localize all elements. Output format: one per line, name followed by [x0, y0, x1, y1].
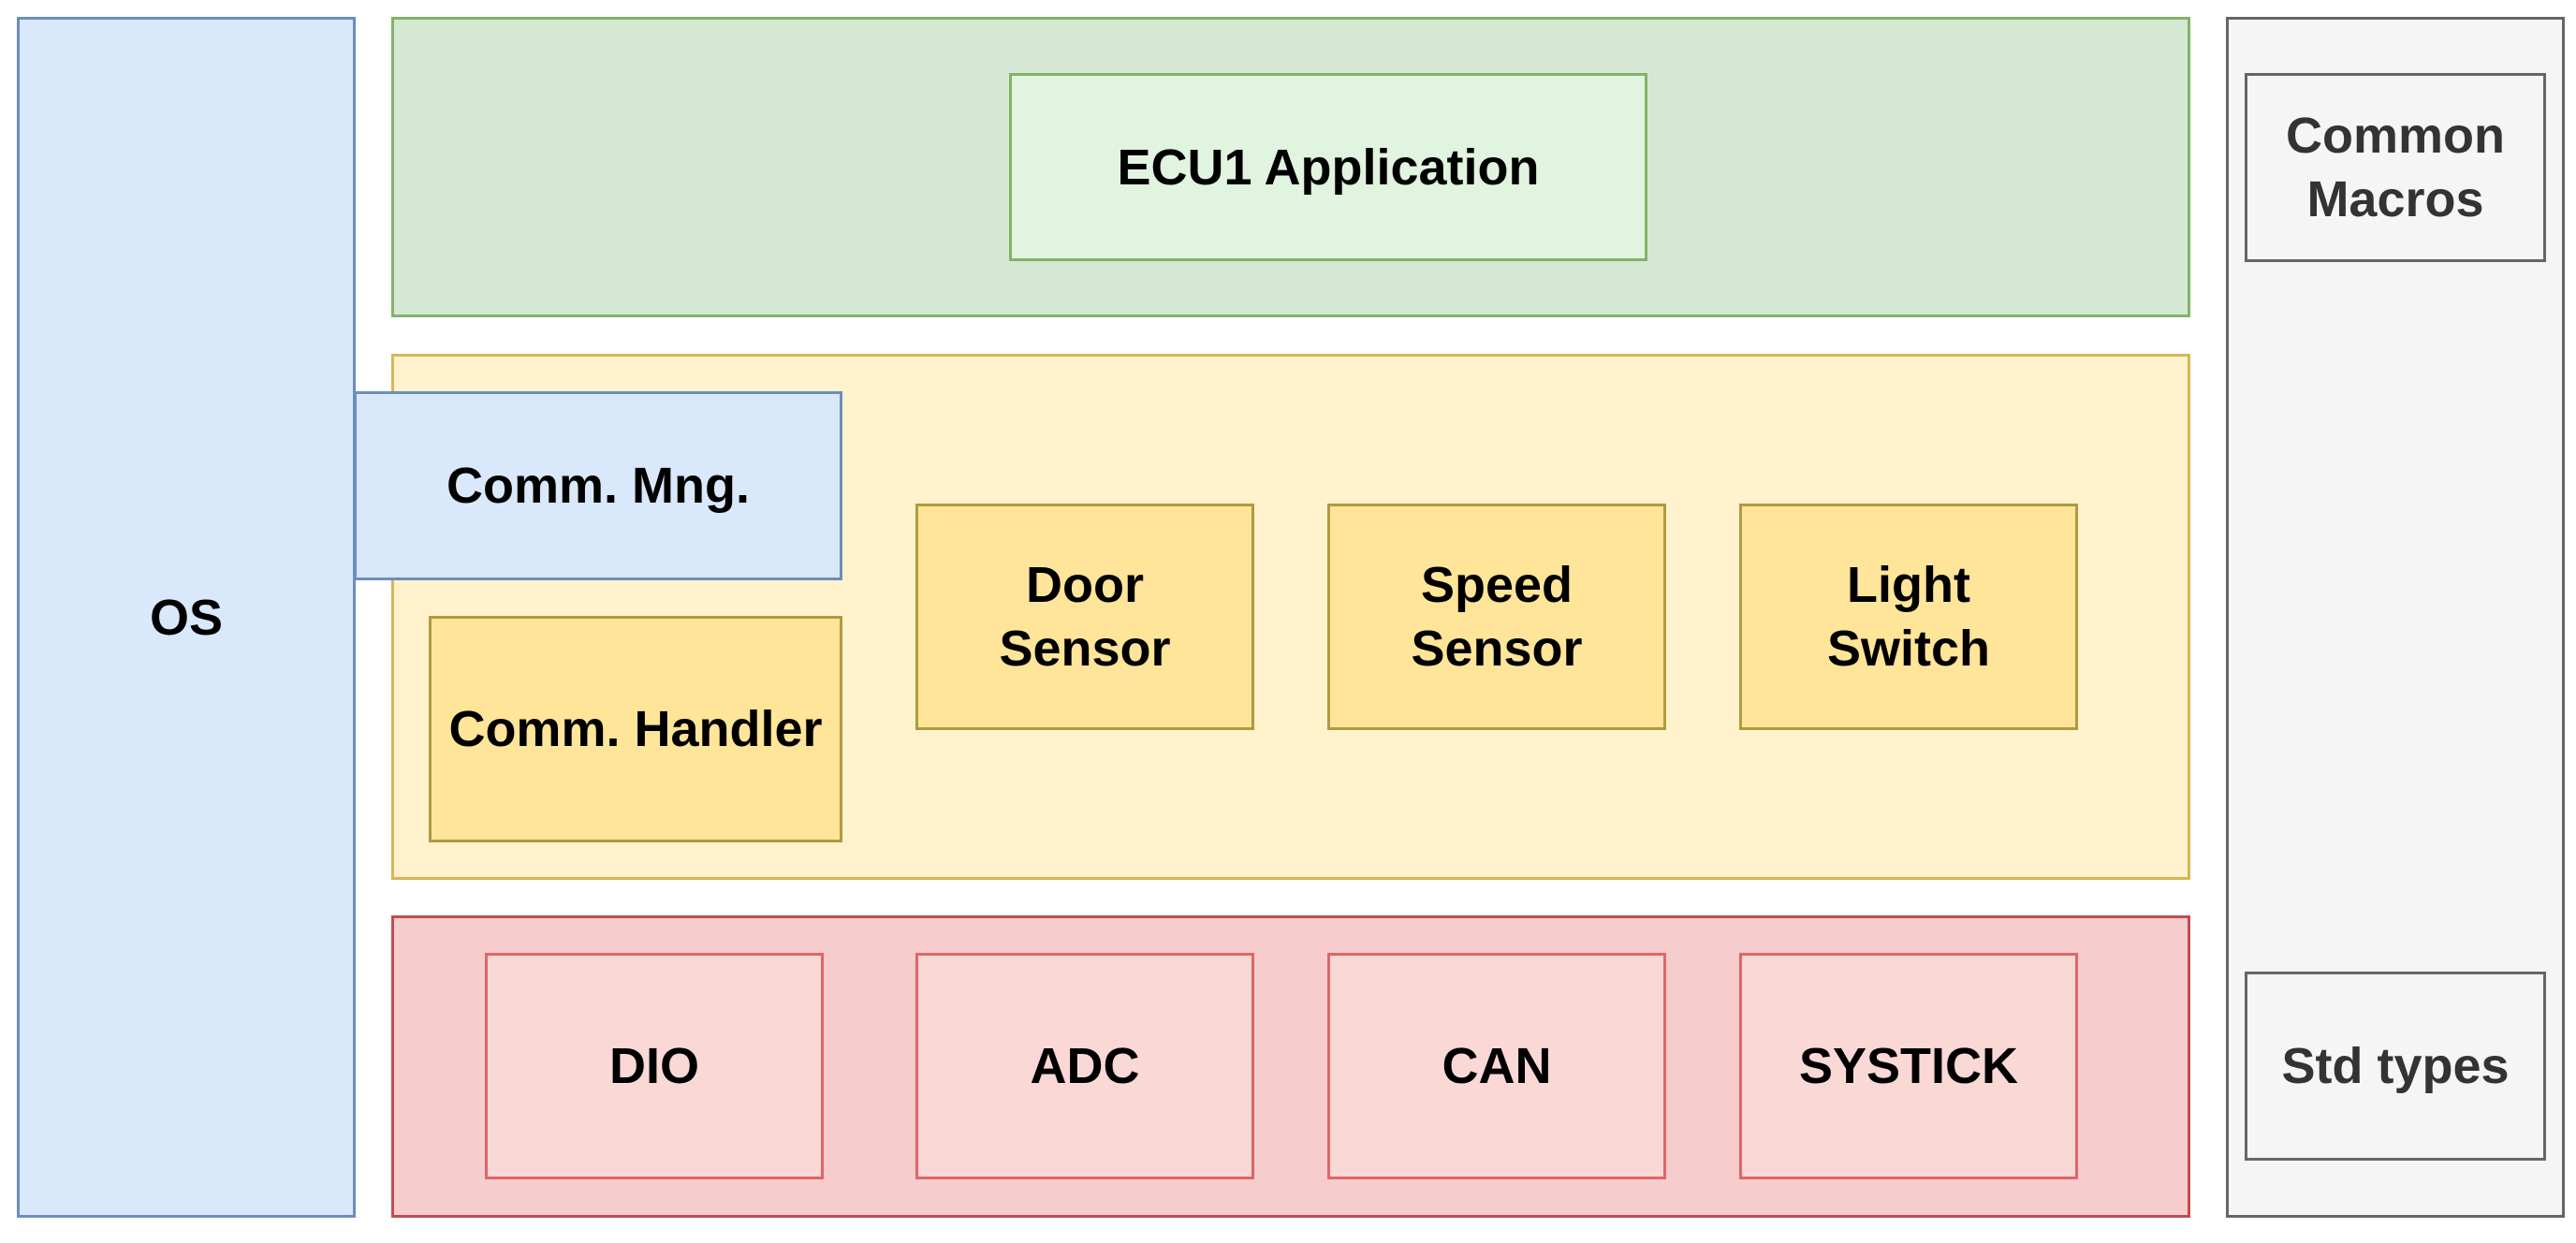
ecu1-application-label: ECU1 Application	[1117, 139, 1540, 196]
ecu1-application-block: ECU1 Application	[1009, 73, 1647, 261]
common-macros-label: Common Macros	[2286, 108, 2505, 227]
can-label: CAN	[1442, 1038, 1552, 1094]
systick-label: SYSTICK	[1798, 1038, 2019, 1094]
door-sensor-label: Door Sensor	[999, 557, 1171, 677]
dio-block: DIO	[485, 953, 824, 1179]
speed-sensor-block: Speed Sensor	[1327, 504, 1666, 730]
comm-handler-label: Comm. Handler	[448, 701, 823, 757]
systick-block: SYSTICK	[1739, 953, 2078, 1179]
comm-mng-label: Comm. Mng.	[446, 458, 750, 514]
speed-sensor-label: Speed Sensor	[1411, 557, 1583, 677]
comm-mng-block: Comm. Mng.	[354, 391, 842, 580]
adc-label: ADC	[1030, 1038, 1140, 1094]
std-types-label: Std types	[2281, 1038, 2510, 1094]
dio-label: DIO	[608, 1038, 699, 1094]
light-switch-block: Light Switch	[1739, 504, 2078, 730]
comm-handler-block: Comm. Handler	[429, 616, 842, 842]
std-types-block: Std types	[2245, 972, 2546, 1161]
can-block: CAN	[1327, 953, 1666, 1179]
common-macros-block: Common Macros	[2245, 73, 2546, 262]
os-label: OS	[149, 589, 224, 646]
os-block: OS	[17, 17, 356, 1218]
door-sensor-block: Door Sensor	[915, 504, 1254, 730]
adc-block: ADC	[915, 953, 1254, 1179]
light-switch-label: Light Switch	[1826, 557, 1991, 677]
